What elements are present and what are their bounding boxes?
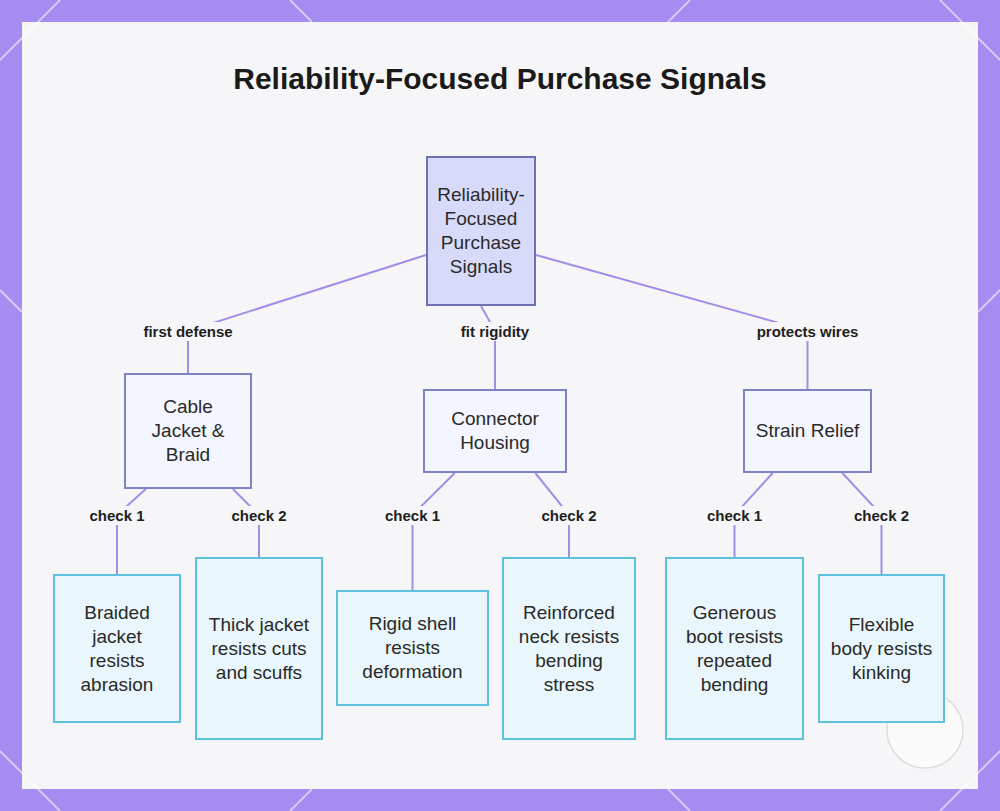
node-text: Thick jacket resists cuts and scuffs (205, 613, 313, 685)
category-box: Connector Housing (423, 389, 567, 473)
node-text: Reliability-Focused Purchase Signals (436, 183, 526, 279)
edge-label: check 1 (381, 506, 444, 525)
node-text: Flexible body resists kinking (828, 613, 935, 685)
node-text: Cable Jacket & Braid (134, 395, 242, 467)
node-text: Reinforced neck resists bending stress (512, 601, 626, 697)
check-box: Rigid shell resists deformation (336, 590, 489, 706)
node-text: Strain Relief (756, 419, 860, 443)
connector-line (481, 306, 495, 389)
root-box: Reliability-Focused Purchase Signals (426, 156, 536, 306)
connector-line (188, 255, 426, 373)
edge-label: fit rigidity (457, 322, 533, 341)
check-box: Thick jacket resists cuts and scuffs (195, 557, 323, 740)
category-box: Strain Relief (743, 389, 872, 473)
check-box: Reinforced neck resists bending stress (502, 557, 636, 740)
edge-label: protects wires (753, 322, 863, 341)
check-box: Generous boot resists repeated bending (665, 557, 804, 740)
node-text: Generous boot resists repeated bending (675, 601, 794, 697)
edge-label: check 1 (85, 506, 148, 525)
node-text: Connector Housing (433, 407, 557, 455)
edge-label: first defense (139, 322, 236, 341)
node-text: Rigid shell resists deformation (346, 612, 479, 684)
edge-label: check 2 (537, 506, 600, 525)
diagram-title: Reliability-Focused Purchase Signals (0, 62, 1000, 96)
connector-line (117, 489, 146, 574)
check-box: Braided jacket resists abrasion (53, 574, 181, 723)
edge-label: check 2 (227, 506, 290, 525)
check-box: Flexible body resists kinking (818, 574, 945, 723)
node-text: Braided jacket resists abrasion (63, 601, 171, 697)
category-box: Cable Jacket & Braid (124, 373, 252, 489)
edge-label: check 2 (850, 506, 913, 525)
connector-line (413, 473, 455, 590)
edge-label: check 1 (703, 506, 766, 525)
